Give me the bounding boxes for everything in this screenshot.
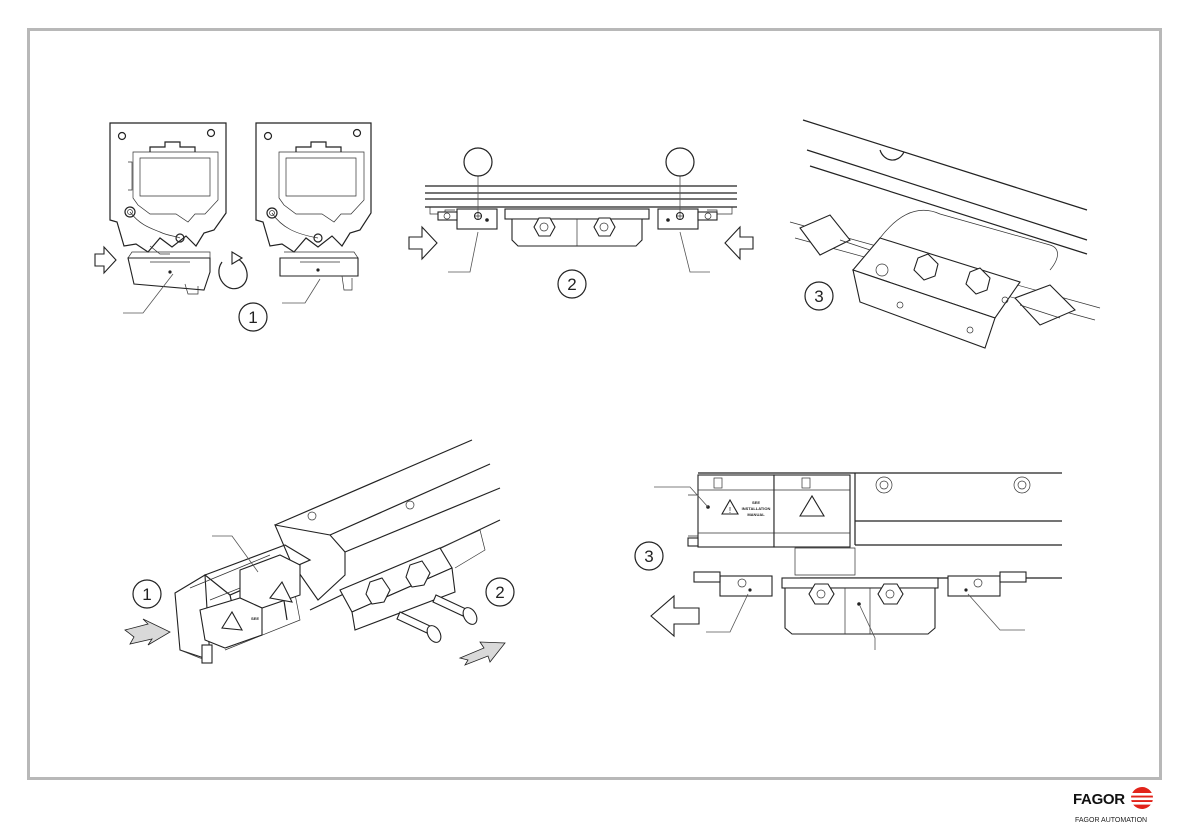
arrow-left-icon [725,227,753,259]
mounting-spacer-left [438,209,497,229]
inner-profile-bits [795,548,855,575]
step-number: 1 [248,308,257,327]
svg-text:!: ! [729,506,731,515]
reading-head-front [505,209,649,246]
warning-label-line2: INSTALLATION [742,506,771,511]
mounting-spacer-right [658,209,717,229]
rotate-arrow-icon [219,252,247,289]
callout-circle-left [464,148,492,176]
arrow-right-icon [409,227,437,259]
brand-subtitle: FAGOR AUTOMATION [1075,817,1147,824]
spacer-side-right [948,572,1026,596]
leader-head-right [282,279,320,303]
spacer-side-left [694,572,772,596]
reading-head-tilted [128,246,210,294]
profile-section-left [110,123,226,252]
fagor-mark-icon [1131,787,1153,809]
fagor-logo: FAGOR FAGOR AUTOMATION [1073,787,1161,827]
callout-circle-right [666,148,694,176]
step-number: 2 [495,583,504,602]
warning-label-line1: SEE [752,500,760,505]
brand-name: FAGOR [1073,791,1125,808]
leader-spacer-right [680,232,710,272]
reading-head-mounted [280,252,358,290]
step-number: 2 [567,275,576,294]
profile-section-right [256,123,371,252]
step-number: 1 [142,585,151,604]
clamp-cage-side: ! SEE INSTALLATION MANUAL [688,475,850,547]
leader-spacer-left [448,232,478,272]
leader-spacer-left-side [706,594,748,632]
leader-spacer-right-side [968,594,1025,630]
pull-arrow-right [460,642,505,665]
step-number: 3 [644,547,653,566]
reading-head-isometric [800,210,1075,348]
step-number: 3 [814,287,823,306]
warning-label-line3: MANUAL [747,512,765,517]
mounting-clamp-cage: SEE [175,545,310,663]
arrow-right-icon [95,247,116,273]
svg-text:SEE: SEE [251,616,259,621]
arrow-left-icon [651,596,699,636]
push-arrow-left [125,619,170,645]
